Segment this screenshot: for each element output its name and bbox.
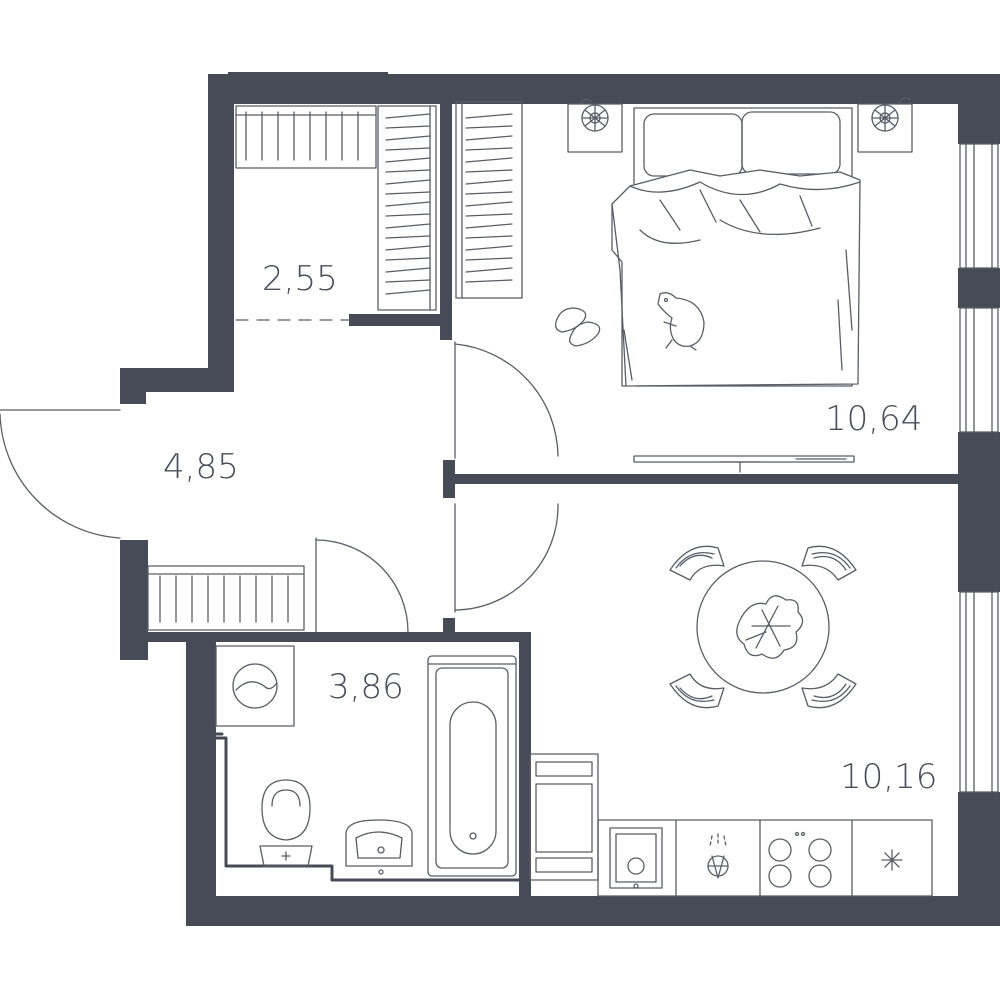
chair-icon: [669, 545, 725, 581]
wardrobe-icon: [147, 565, 305, 631]
pillow-icon: [643, 113, 743, 177]
room-area-wardrobe: 2,55: [262, 259, 338, 299]
room-area-kitchen-living: 10,16: [840, 757, 937, 797]
room-area-hallway: 4,85: [163, 447, 239, 487]
door-icon: [315, 537, 409, 633]
bed-icon: [611, 107, 861, 387]
washing-machine-icon: [215, 645, 295, 727]
sink-icon: [345, 819, 413, 875]
toilet-icon: [259, 779, 313, 867]
chair-icon: [801, 673, 857, 709]
wardrobe-icon: [455, 101, 523, 299]
fridge-icon: [529, 753, 599, 881]
chair-icon: [801, 545, 857, 581]
plant-icon: [736, 595, 804, 659]
slippers-icon: [554, 307, 601, 347]
dining-table-icon: [696, 560, 830, 694]
window-icon: [959, 591, 999, 793]
chair-icon: [669, 673, 725, 709]
walls: [120, 72, 1000, 926]
room-area-bathroom: 3,86: [328, 667, 404, 707]
dog-icon: [657, 292, 705, 351]
hood-icon: [707, 833, 729, 879]
door-icon: [0, 409, 121, 539]
door-icon: [454, 341, 559, 459]
window-icon: [959, 143, 999, 269]
pillow-icon: [741, 111, 841, 175]
bathtub-icon: [427, 655, 517, 877]
nightstand-lamp-icon: [857, 97, 913, 153]
stove-icon: [768, 831, 832, 888]
door-icon: [454, 503, 559, 613]
star-icon: [881, 849, 903, 871]
room-area-bedroom: 10,64: [825, 399, 922, 439]
window-icon: [959, 307, 999, 433]
nightstand-lamp-icon: [567, 98, 623, 153]
kitchen-counter: [597, 819, 933, 897]
kitchen-sink-icon: [609, 827, 663, 889]
wardrobe-icon: [377, 105, 437, 311]
wardrobe-icon: [235, 105, 377, 169]
tv-icon: [633, 455, 855, 473]
